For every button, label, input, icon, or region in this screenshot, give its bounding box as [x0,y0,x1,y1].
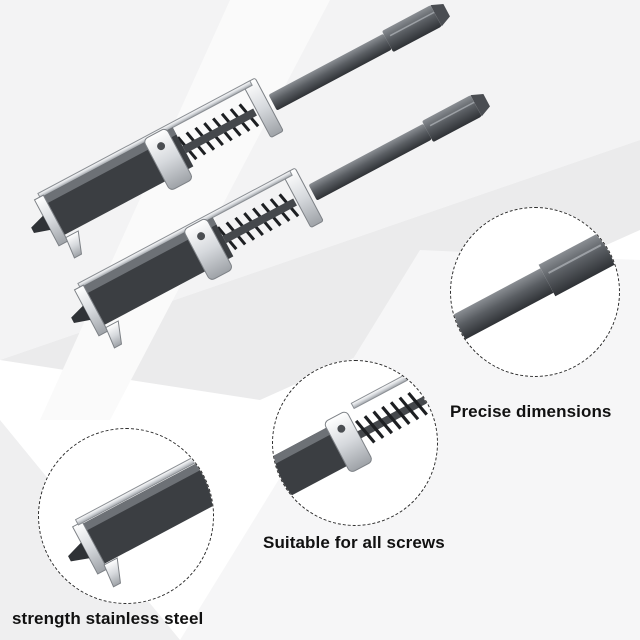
tip-closeup [68,449,213,588]
caption-suitable-for-all-screws: Suitable for all screws [263,533,445,552]
tool-front [56,72,509,361]
spring-closeup [273,365,431,497]
caption-strength-stainless-steel: strength stainless steel [12,609,204,628]
caption-precise-dimensions: Precise dimensions [450,402,612,421]
bg-facet-mid [0,140,640,400]
detail-circle-shank [450,207,620,377]
detail-circle-tip [38,428,214,604]
detail-circle-spring [272,360,438,526]
shank-closeup [451,232,617,344]
